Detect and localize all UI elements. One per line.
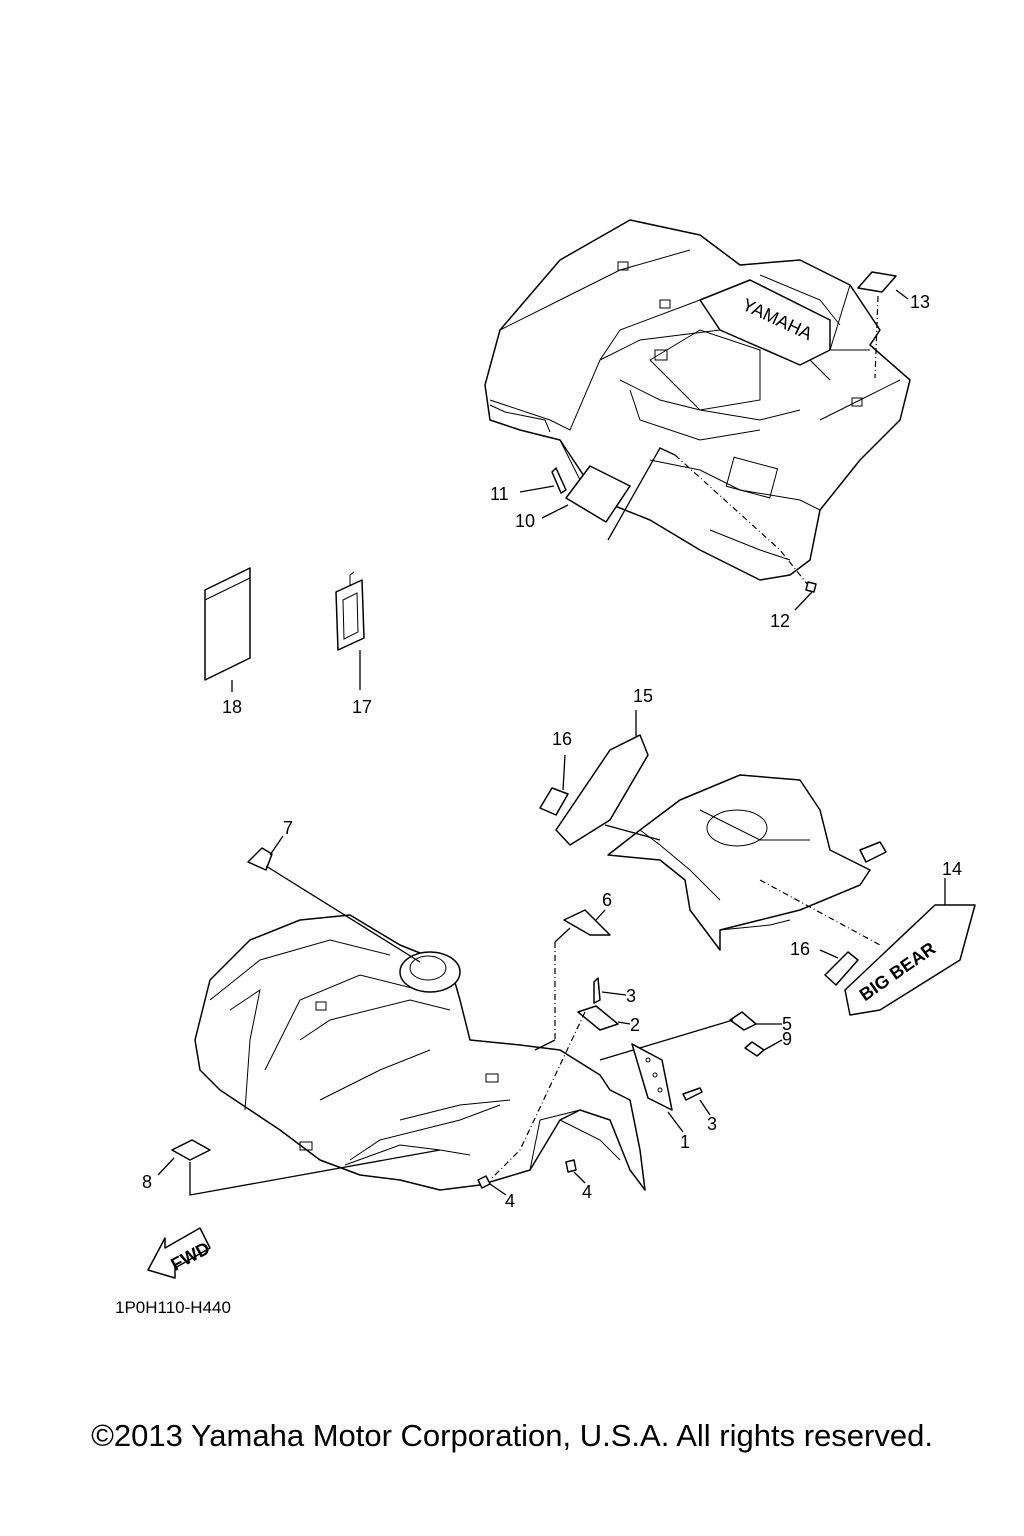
callout-10: 10 (515, 511, 535, 531)
tank-cover (607, 774, 887, 951)
callout-15: 15 (633, 686, 653, 706)
callout-18: 18 (222, 697, 242, 717)
callout-7: 7 (283, 818, 293, 838)
part-2-plate (577, 1005, 619, 1031)
diagram-code: 1P0H110-H440 (115, 1298, 231, 1317)
part-9-label (744, 1041, 765, 1057)
front-fender (194, 914, 646, 1191)
callout-4b: 4 (582, 1182, 592, 1202)
callout-4a: 4 (505, 1191, 515, 1211)
callout-16b: 16 (790, 939, 810, 959)
part-8-label (171, 1139, 211, 1161)
rear-fender: YAMAHA (484, 219, 911, 581)
part-18-manual (204, 567, 251, 681)
part-11-screw (551, 467, 567, 494)
part-16-decal-lower (824, 951, 859, 986)
callout-6: 6 (602, 890, 612, 910)
part-16-decal-upper (539, 787, 569, 816)
callout-3b: 3 (707, 1114, 717, 1134)
part-3-screw-upper (593, 977, 601, 1004)
callout-1: 1 (680, 1132, 690, 1152)
callout-9: 9 (782, 1029, 792, 1049)
callout-12: 12 (770, 611, 790, 631)
part-7-cap (247, 847, 273, 871)
part-6-label (563, 909, 611, 936)
part-1-bracket (631, 1043, 673, 1111)
callout-5: 5 (782, 1014, 792, 1034)
part-14-emblem (844, 904, 976, 1016)
callout-13: 13 (910, 292, 930, 312)
part-4-rivet-right (565, 1159, 577, 1173)
part-15-side-panel (555, 734, 649, 846)
part-17-tag (335, 579, 365, 651)
fwd-arrow-icon: FWD (147, 1227, 213, 1279)
callout-3a: 3 (626, 986, 636, 1006)
part-13-label-decal (857, 271, 897, 293)
callout-2: 2 (630, 1015, 640, 1035)
callout-17: 17 (352, 697, 372, 717)
part-12-clip (805, 581, 817, 593)
copyright-notice: ©2013 Yamaha Motor Corporation, U.S.A. A… (91, 1418, 933, 1453)
callout-16a: 16 (552, 729, 572, 749)
part-10-cover (565, 465, 631, 523)
callout-14: 14 (942, 859, 962, 879)
part-5-label (729, 1011, 757, 1031)
part-3-screw-lower (682, 1087, 703, 1101)
callout-8: 8 (142, 1172, 152, 1192)
callout-11: 11 (490, 484, 509, 504)
